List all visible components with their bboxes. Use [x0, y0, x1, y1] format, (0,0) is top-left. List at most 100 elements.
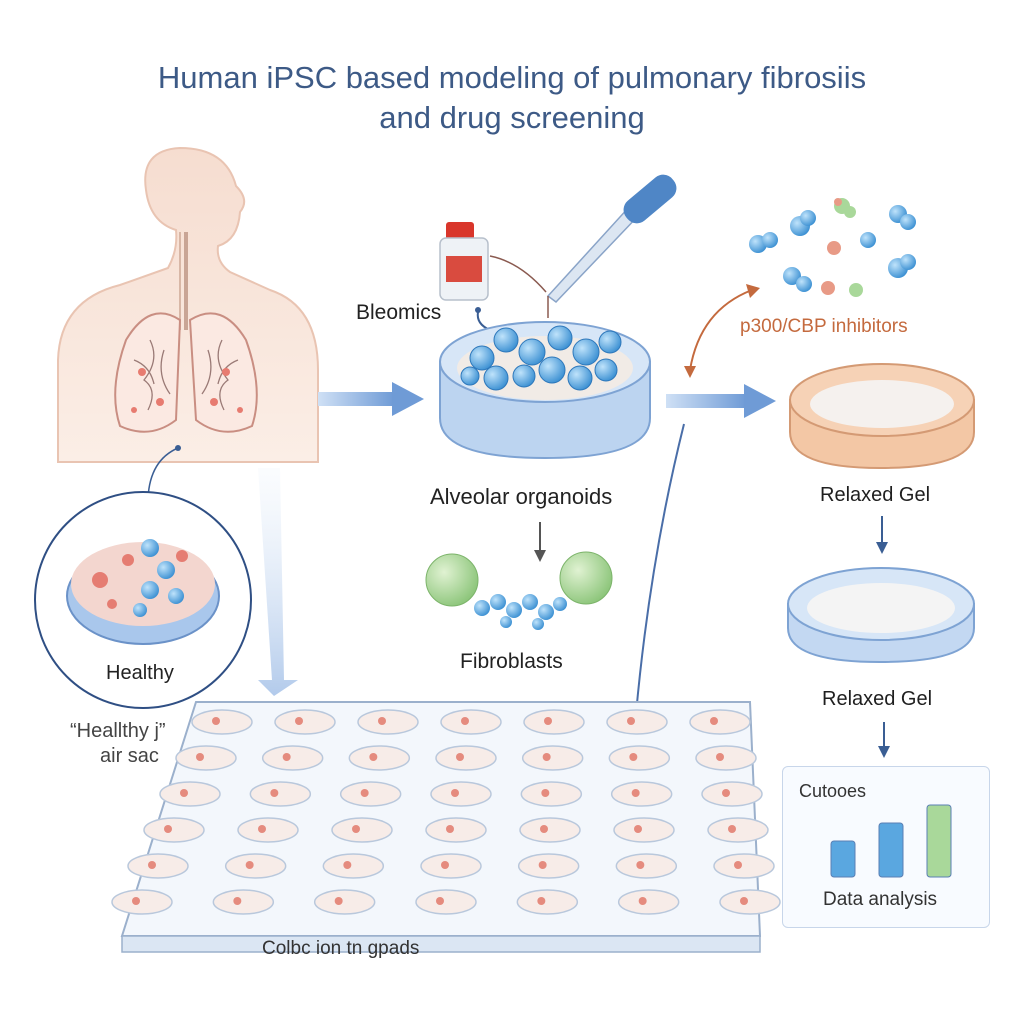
well-cells: [461, 717, 469, 725]
plate-well: [520, 781, 583, 807]
well-cells: [734, 861, 742, 869]
plate-well: [191, 709, 253, 735]
plate-well: [159, 781, 221, 807]
plate-well: [617, 889, 680, 915]
well-cells: [537, 897, 546, 905]
fibroblasts-label: Fibroblasts: [460, 650, 563, 673]
title-line-1: Human iPSC based modeling of pulmonary f…: [157, 60, 867, 95]
well-cells: [638, 897, 647, 905]
plate-well: [313, 889, 376, 915]
plate-well: [435, 745, 497, 771]
plate-well: [143, 817, 205, 843]
plate-well: [274, 709, 336, 735]
organoid-to-plate-curve: [630, 423, 685, 724]
well-cells: [631, 789, 640, 797]
well-cells: [343, 861, 352, 869]
gel-to-analysis-arrow: [878, 722, 890, 758]
well-cells: [441, 861, 449, 869]
plate-well: [425, 817, 487, 843]
plate-well: [111, 889, 173, 915]
bar-chart: [830, 804, 952, 878]
healthy-air-sac-inset: [34, 491, 252, 709]
panel-title: Cutooes: [799, 781, 867, 801]
well-cells: [295, 717, 303, 725]
plate-well: [689, 709, 751, 735]
plate-well: [523, 709, 585, 735]
plate-well: [713, 853, 775, 879]
drug-bottle-illustration: [439, 222, 489, 301]
chart-bar: [926, 804, 952, 878]
well-cells: [196, 753, 204, 761]
well-cells: [634, 825, 642, 833]
plate-well: [224, 853, 287, 879]
chart-bar: [830, 840, 856, 878]
plate-well: [440, 709, 502, 735]
well-cells: [740, 897, 748, 905]
plate-well: [695, 745, 757, 771]
organoid-to-fibroblast-arrow: [534, 522, 546, 562]
well-cells: [538, 861, 547, 869]
well-cells: [212, 717, 220, 725]
plate-well: [237, 817, 299, 843]
well-cells: [245, 861, 254, 869]
plate-well: [322, 853, 385, 879]
well-cells: [710, 717, 718, 725]
bottle-to-dish-line: [489, 255, 547, 293]
well-cells: [446, 825, 454, 833]
plate-well: [357, 709, 419, 735]
plate-well: [707, 817, 769, 843]
healthy-quote-label: “Heallthy j”: [70, 720, 166, 742]
bleomics-pointer-dot: [475, 307, 481, 313]
well-cells: [378, 717, 386, 725]
relaxed-gel-label-1: Relaxed Gel: [820, 484, 931, 506]
well-cells: [436, 897, 444, 905]
plate-well: [521, 745, 584, 771]
well-cells: [258, 825, 266, 833]
plate-well: [331, 817, 393, 843]
well-cells: [451, 789, 459, 797]
well-cells: [728, 825, 736, 833]
human-torso-illustration: [57, 146, 319, 463]
well-cells: [541, 789, 550, 797]
well-cells: [334, 897, 343, 905]
plate-well: [261, 745, 324, 771]
well-cells: [233, 897, 242, 905]
chart-bar: [878, 822, 904, 878]
plate-well: [249, 781, 312, 807]
well-cells: [148, 861, 156, 869]
plate-well: [517, 853, 580, 879]
relaxed-gel-dish-blue: [787, 567, 975, 664]
inhibitors-label: p300/CBP inhibitors: [740, 316, 908, 337]
multi-well-plate: [111, 701, 781, 953]
data-analysis-panel: Cutooes Data analysis: [782, 766, 990, 928]
title-line-2: and drug screening: [379, 100, 645, 135]
alveolar-organoids-label: Alveolar organoids: [430, 484, 613, 509]
connector-dot-top: [175, 445, 181, 451]
well-cells: [164, 825, 172, 833]
plate-well: [175, 745, 237, 771]
well-cells: [369, 753, 378, 761]
healthy-label: Healthy: [106, 662, 174, 684]
plate-caption: Colbc ion tn gpads: [262, 938, 420, 959]
plate-well: [519, 817, 581, 843]
well-cells: [542, 753, 551, 761]
air-sac-label: air sac: [100, 745, 159, 767]
pipette-illustration: [546, 174, 677, 318]
plate-well: [348, 745, 411, 771]
well-cells: [456, 753, 464, 761]
well-cells: [282, 753, 291, 761]
well-cells: [627, 717, 635, 725]
inhibitor-double-arrow: [684, 284, 760, 378]
plate-well: [610, 781, 673, 807]
well-cells: [629, 753, 638, 761]
well-cells: [180, 789, 188, 797]
well-cells: [270, 789, 279, 797]
inhibitor-molecules: [749, 198, 916, 297]
alveolar-organoid-dish: [439, 321, 651, 460]
well-cells: [716, 753, 724, 761]
well-cells: [636, 861, 645, 869]
well-cells: [360, 789, 369, 797]
well-cells: [722, 789, 730, 797]
